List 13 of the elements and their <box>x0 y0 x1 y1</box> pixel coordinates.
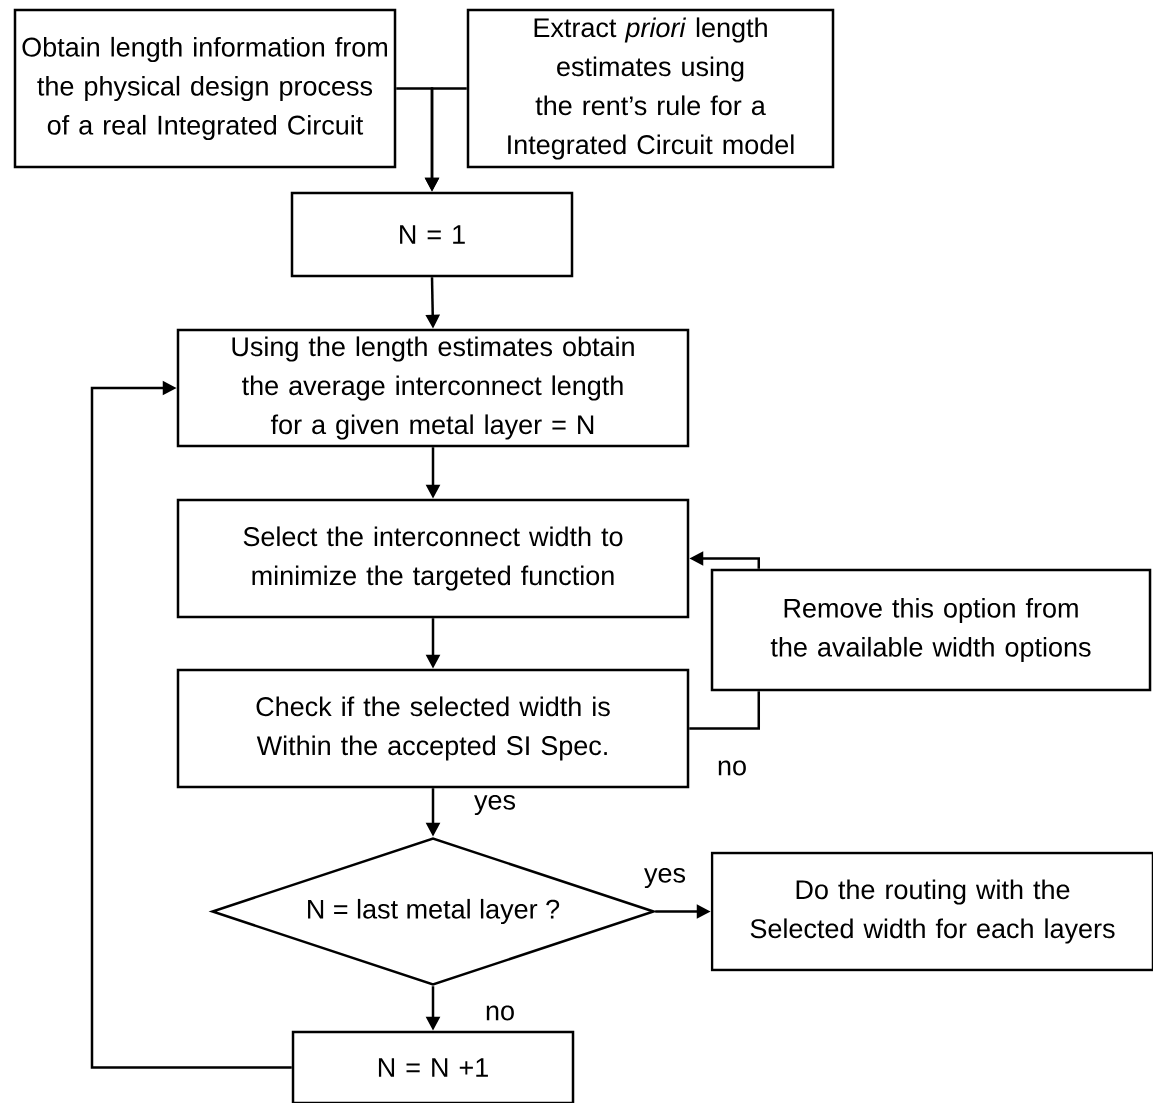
process-box: Obtain length information from the physical design process of a real Integrated Circuit <box>13 8 397 169</box>
process-box: Using the length estimates obtain the average interconnect length for a given metal layer = N <box>176 328 690 448</box>
process-box: Do the routing with the Selected width for each layers <box>710 851 1153 972</box>
edge-label: yes <box>472 792 518 818</box>
process-box: N = 1 <box>290 191 574 278</box>
edge-label: no <box>483 1003 517 1023</box>
arrow <box>90 380 292 1069</box>
process-box: Select the interconnect width to minimize the targeted function <box>176 498 690 619</box>
edge-label: no <box>715 758 750 778</box>
process-box: Check if the selected width is Within the accepted SI Spec. <box>176 668 690 789</box>
process-box: Remove this option from the available width options <box>710 568 1152 692</box>
process-box: N = N +1 <box>291 1030 575 1103</box>
process-box: Extract priori length estimates using the rent’s rule for a Integrated Circuit model <box>466 8 835 169</box>
